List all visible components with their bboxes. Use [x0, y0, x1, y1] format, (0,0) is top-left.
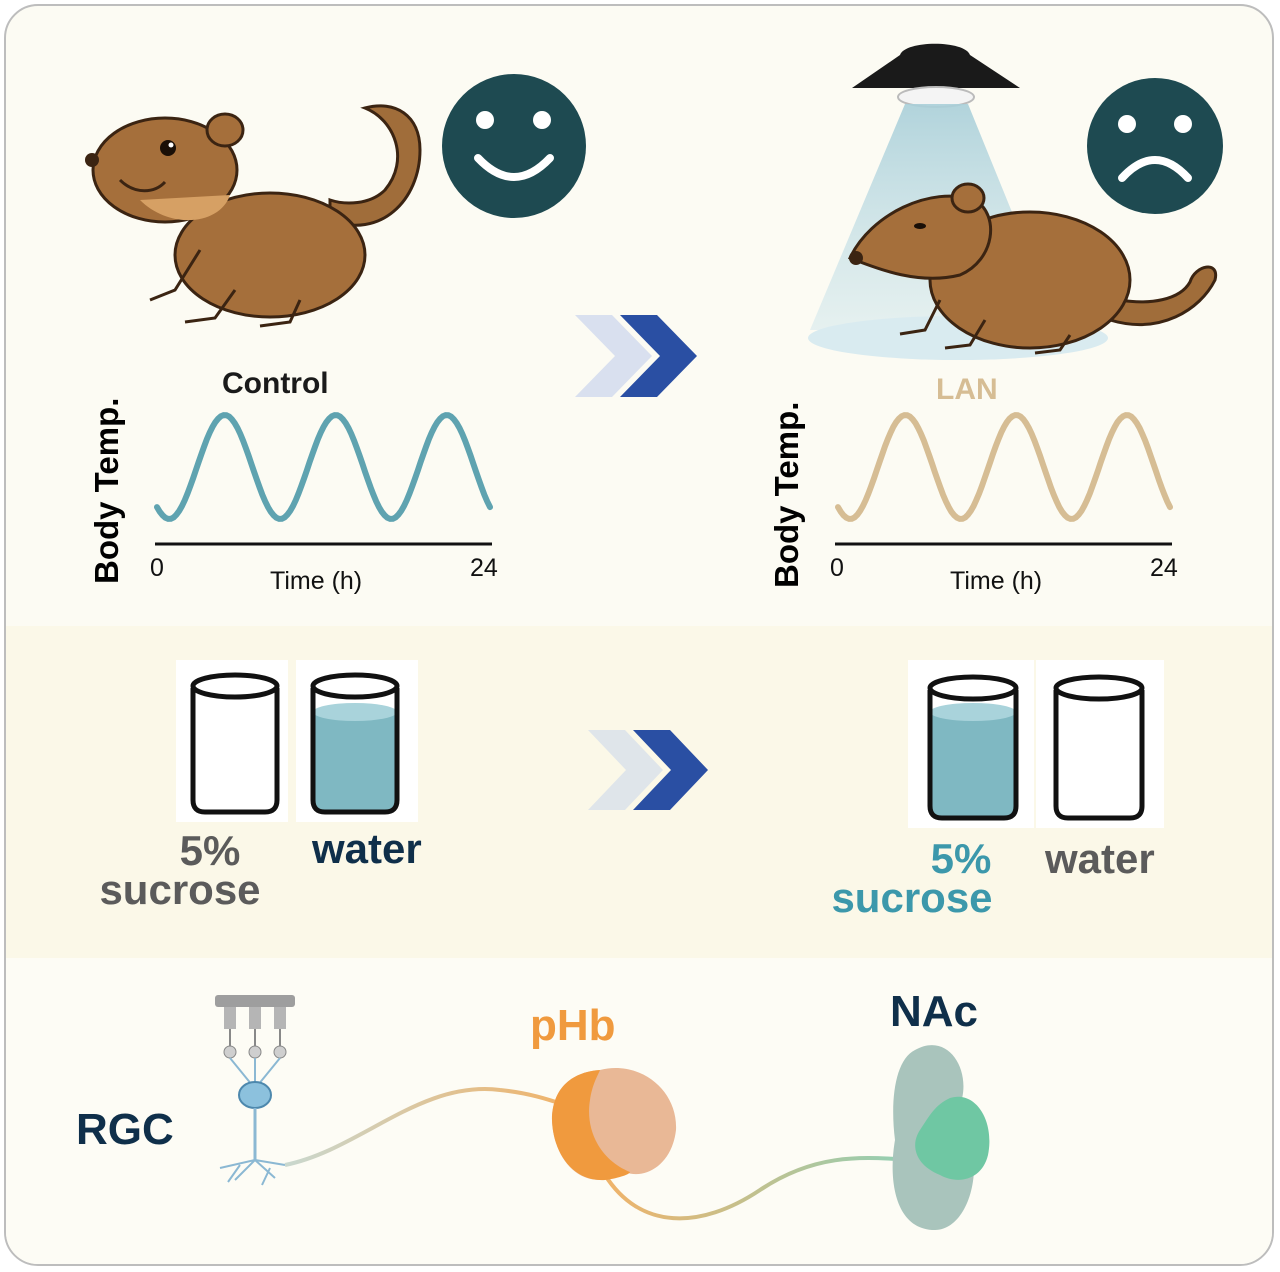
control-sucrose-word: sucrose [99, 865, 261, 913]
control-x-axis-label: Time (h) [270, 567, 363, 595]
transition-arrow-middle [588, 730, 708, 810]
control-x-min: 0 [150, 554, 164, 582]
lan-sucrose-label: 5% sucrose [824, 835, 1000, 921]
lan-temp-curve [835, 412, 1173, 522]
lan-x-axis-label: Time (h) [950, 567, 1043, 595]
rgc-to-phb-axon [284, 1087, 566, 1167]
control-temp-curve [154, 412, 493, 522]
lan-water-cup [1036, 660, 1164, 828]
control-condition-label: Control [222, 367, 329, 400]
nac-label: NAc [890, 987, 979, 1036]
lan-water-label: water [1045, 835, 1155, 882]
lan-y-axis-label: Body Temp. [768, 401, 805, 588]
control-water-label: water [312, 825, 422, 872]
control-sucrose-cup [176, 660, 288, 822]
control-temp-plot [154, 412, 493, 546]
lan-sucrose-word: sucrose [831, 873, 993, 921]
control-sucrose-label: 5% sucrose [92, 827, 268, 913]
lan-temp-plot [835, 412, 1173, 546]
transition-arrow-top [575, 315, 697, 397]
lan-animal [847, 182, 1218, 355]
control-sucrose-pct: 5% [179, 827, 241, 874]
control-water-cup [296, 660, 418, 822]
phb-region-icon [552, 1068, 677, 1181]
retina-neuron-icon [215, 995, 295, 1186]
lan-x-min: 0 [830, 554, 844, 582]
rgc-label: RGC [76, 1105, 174, 1154]
lan-sucrose-pct: 5% [930, 835, 992, 882]
control-animal [85, 104, 422, 328]
control-x-max: 24 [470, 554, 498, 582]
control-y-axis-label: Body Temp. [88, 397, 125, 584]
phb-to-nac-axon [603, 1156, 916, 1221]
sad-face-icon [1087, 78, 1223, 214]
nac-region-icon [892, 1045, 990, 1230]
lamp-icon [852, 43, 1020, 108]
lan-condition-label: LAN [936, 373, 998, 406]
phb-label: pHb [530, 1001, 616, 1050]
lan-x-max: 24 [1150, 554, 1178, 582]
happy-face-icon [442, 74, 586, 218]
lan-sucrose-cup [908, 660, 1034, 828]
